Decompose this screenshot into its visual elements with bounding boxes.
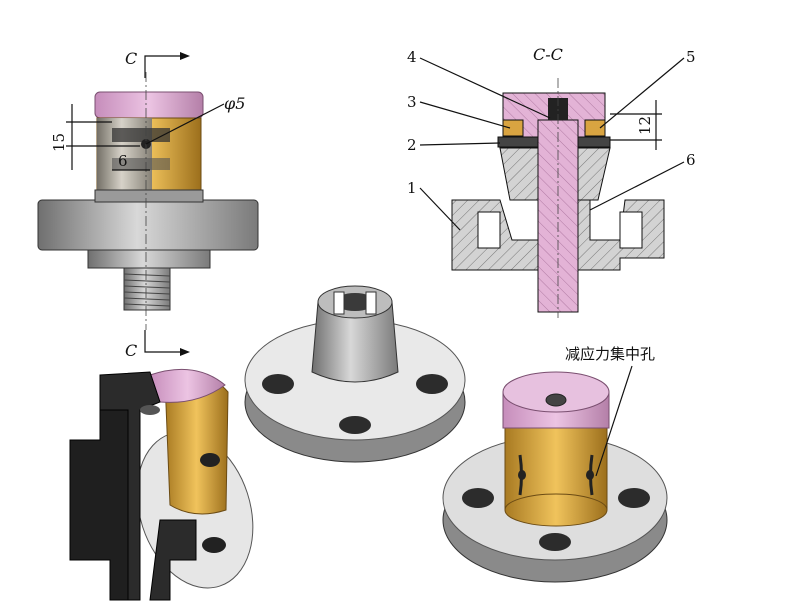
section-marker-top-arrow <box>180 52 190 60</box>
thread-lines <box>123 273 171 307</box>
section-marker-top-line <box>144 55 180 78</box>
dim-phi5-leader <box>145 103 225 145</box>
cap-part <box>94 91 204 119</box>
callout-5: 5 <box>686 48 696 66</box>
section-marker-top-letter: C <box>125 49 137 68</box>
section-marker-bottom-line <box>144 330 180 353</box>
iso-assembly-view: 减应力集中孔 <box>442 345 668 583</box>
callout-4: 4 <box>407 48 417 66</box>
dim-6: 6 <box>118 152 128 170</box>
slot-window <box>112 128 170 142</box>
dim-phi5: φ5 <box>224 94 245 113</box>
callout-2: 2 <box>407 136 417 154</box>
section-marker-bottom-letter: C <box>125 341 137 360</box>
dim-12: 12 <box>636 116 654 135</box>
flange-neck <box>94 189 204 203</box>
stress-relief-hole-leader <box>595 365 633 477</box>
flange-boss <box>87 249 211 269</box>
stress-relief-hole-label: 减应力集中孔 <box>565 345 655 363</box>
iso-base-view <box>244 285 466 463</box>
flange <box>37 199 259 251</box>
front-view: C 15 6 φ5 <box>37 49 259 360</box>
section-title: C-C <box>533 45 563 64</box>
iso-cutaway-view <box>69 368 254 601</box>
section-view: C-C 12 4 5 3 2 1 6 <box>407 45 696 318</box>
callout-6: 6 <box>686 151 696 169</box>
dim-15: 15 <box>50 133 68 152</box>
callout-3: 3 <box>407 93 417 111</box>
slot-window-lower <box>112 158 170 170</box>
callout-1: 1 <box>407 179 417 197</box>
